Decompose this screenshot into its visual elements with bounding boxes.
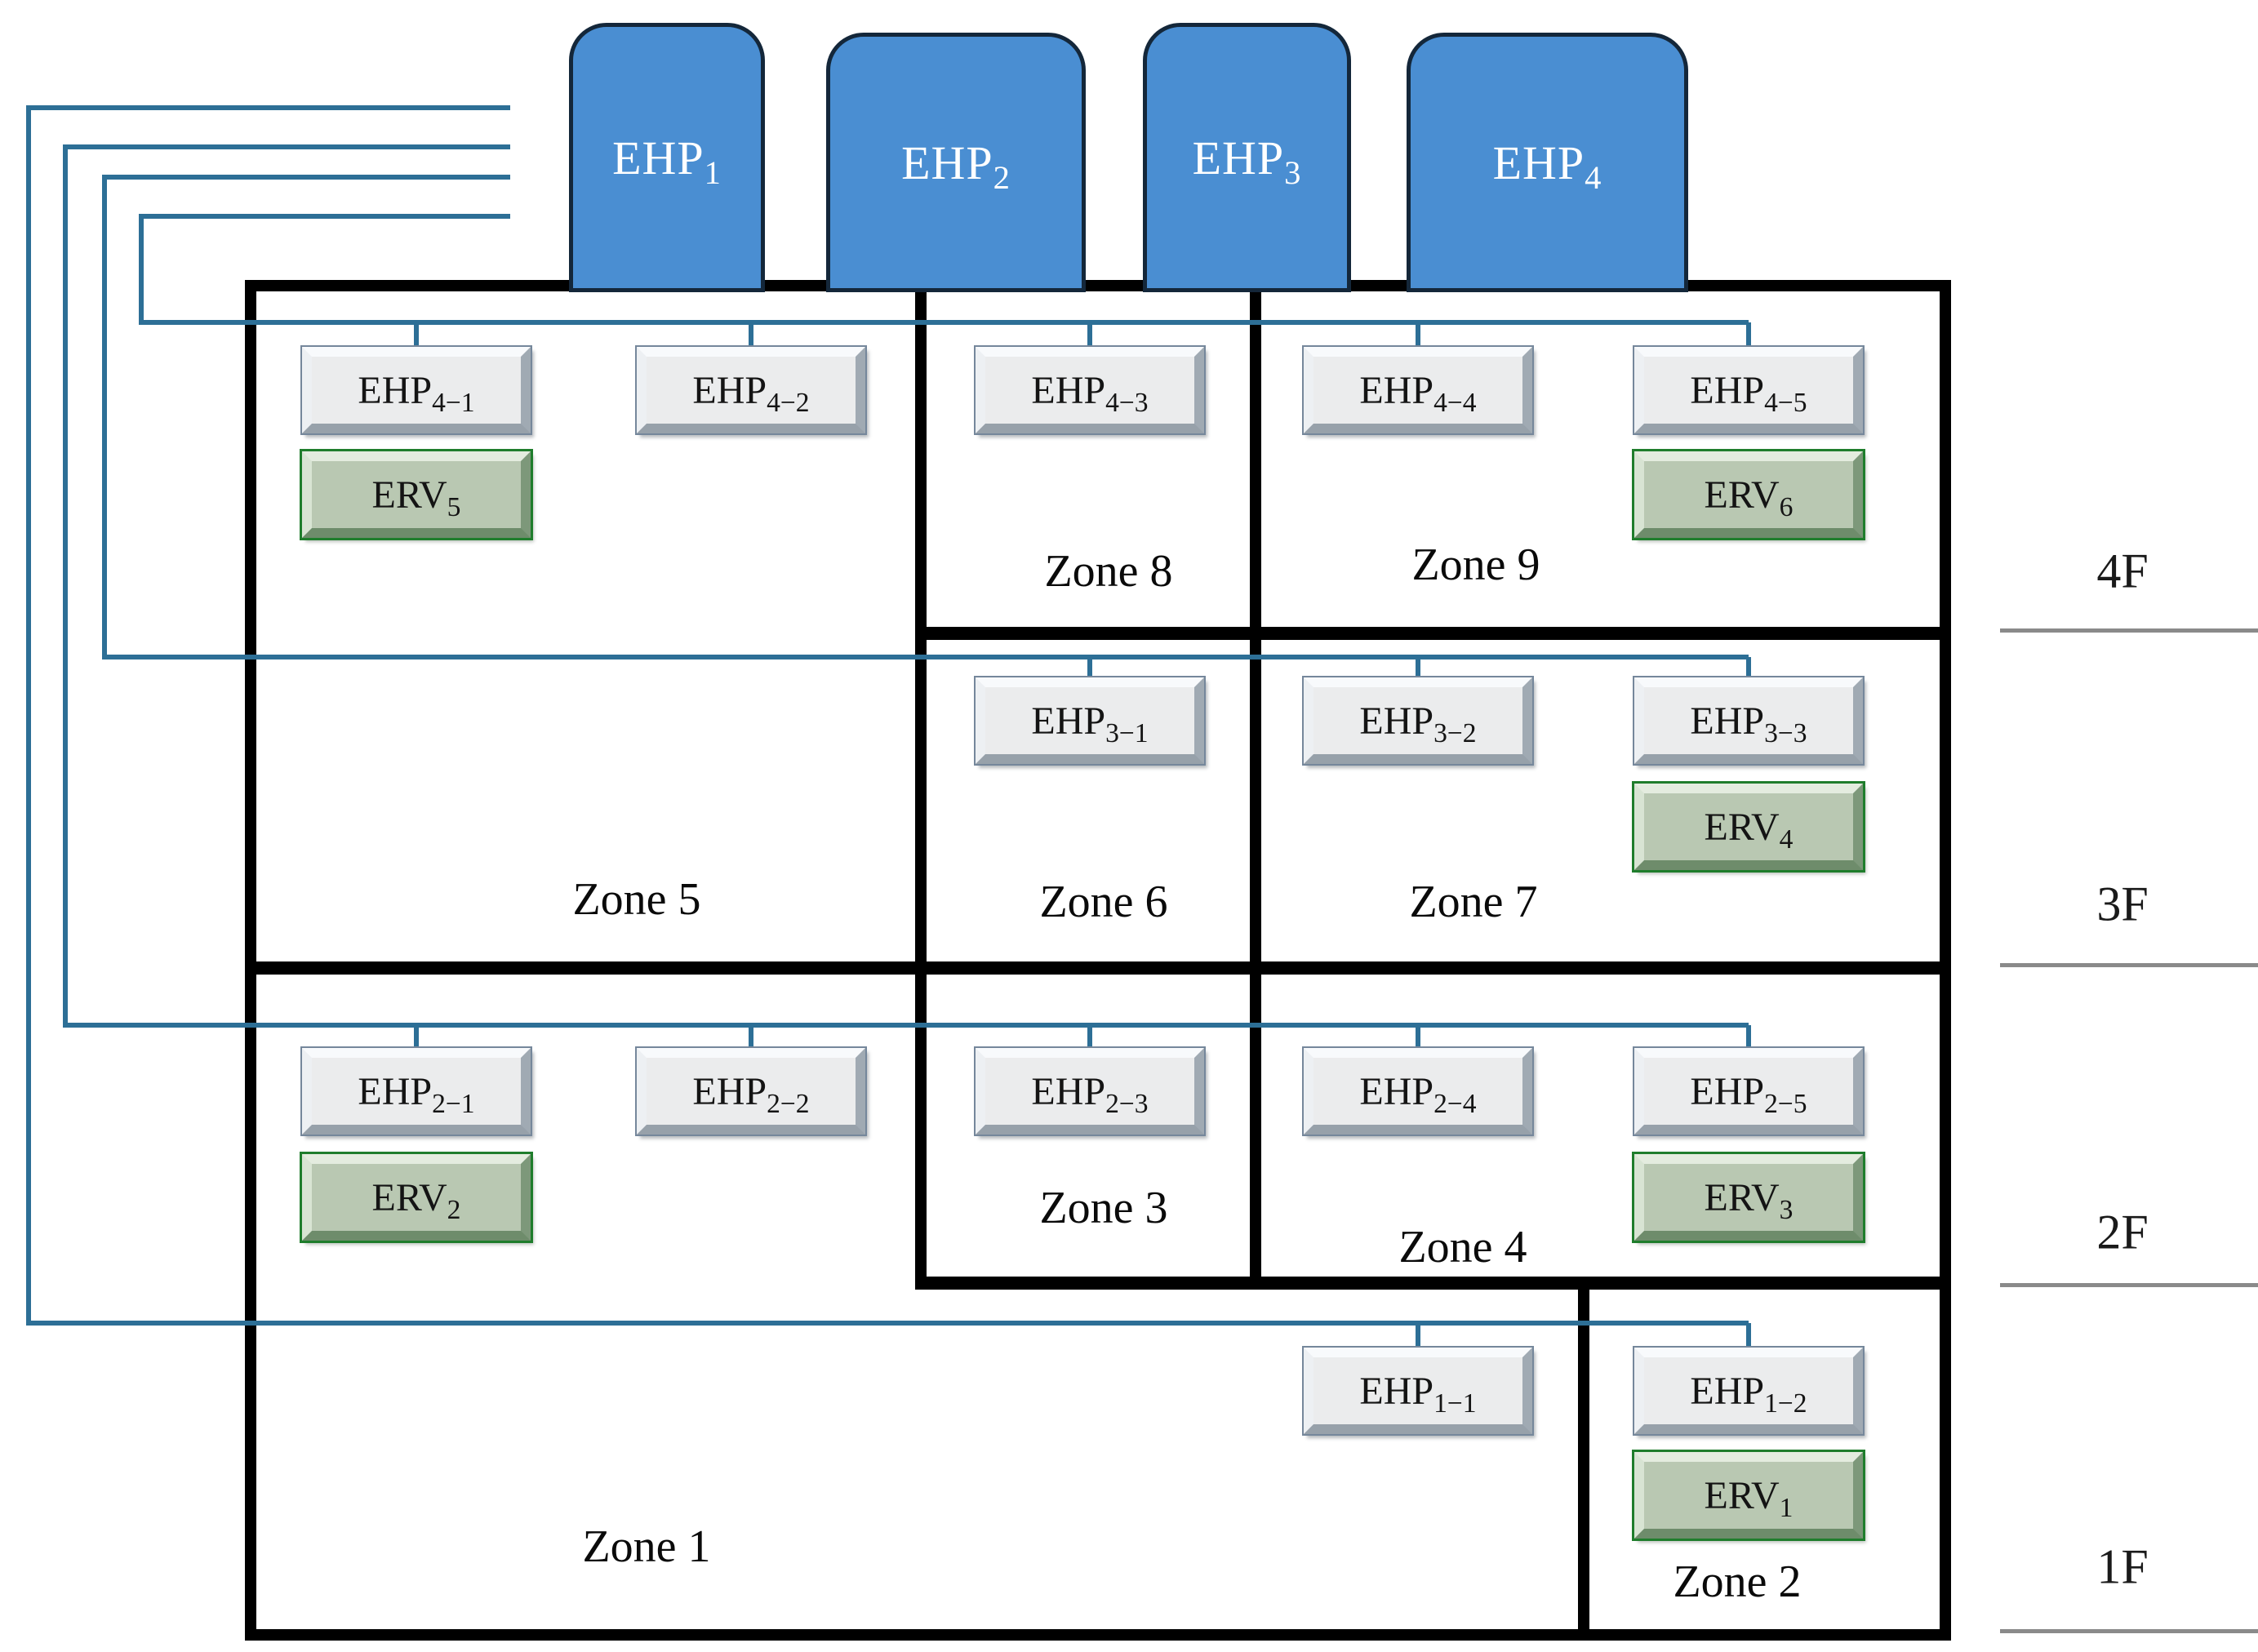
indoor-unit-label: EHP4−5 [1690,368,1807,418]
floor-label-1f: 1F [2096,1539,2149,1594]
indoor-unit-label: EHP3−1 [1031,699,1149,748]
indoor-unit-label: EHP2−5 [1690,1069,1807,1119]
indoor-unit-ehp1-1: EHP1−1 [1302,1346,1534,1436]
erv-unit-label: ERV6 [1704,473,1794,522]
indoor-unit-ehp3-1: EHP3−1 [974,676,1206,766]
erv-unit-erv3: ERV3 [1632,1152,1865,1243]
indoor-unit-ehp2-5: EHP2−5 [1633,1046,1865,1136]
erv-unit-erv4: ERV4 [1632,781,1865,873]
pipe-ehp4-to-4f [139,214,1749,325]
erv-unit-erv5: ERV5 [300,449,533,540]
zone-label-zone8: Zone 8 [1044,546,1173,597]
zone-label-zone9: Zone 9 [1411,540,1540,590]
indoor-unit-label: EHP4−3 [1031,368,1149,418]
indoor-unit-label: EHP2−1 [358,1069,475,1119]
outdoor-unit-ehp2: EHP2 [826,33,1086,292]
zone-label-zone1: Zone 1 [582,1521,711,1572]
floor-slab-2f-1f [915,1277,1951,1290]
pipe-drops-2f [414,1025,1751,1051]
zone-label-zone3: Zone 3 [1039,1183,1168,1233]
pipe-drops-1f [1416,1323,1751,1349]
floor-divider-3f [2000,963,2258,967]
zone-label-zone5: Zone 5 [572,874,701,925]
erv-unit-label: ERV5 [371,473,461,522]
outdoor-unit-ehp4: EHP4 [1407,33,1688,292]
outdoor-unit-ehp1: EHP1 [569,23,765,292]
indoor-unit-label: EHP2−4 [1359,1069,1477,1119]
indoor-unit-label: EHP2−2 [692,1069,810,1119]
indoor-unit-ehp4-4: EHP4−4 [1302,345,1534,435]
pipe-ehp1-to-1f [26,105,1749,1326]
outdoor-unit-ehp2-label: EHP2 [901,135,1011,196]
pipe-ehp2-to-2f [63,144,1749,1028]
zone-label-zone2: Zone 2 [1673,1557,1802,1607]
zone-label-zone6: Zone 6 [1039,877,1168,927]
erv-unit-erv2: ERV2 [300,1152,533,1243]
indoor-unit-ehp4-5: EHP4−5 [1633,345,1865,435]
pipe-ehp3-to-3f [102,175,1749,659]
indoor-unit-ehp3-2: EHP3−2 [1302,676,1534,766]
erv-unit-label: ERV3 [1704,1175,1794,1225]
zone-label-zone4: Zone 4 [1398,1222,1527,1272]
floor-label-4f: 4F [2096,544,2149,598]
indoor-unit-ehp2-1: EHP2−1 [300,1046,532,1136]
erv-unit-erv1: ERV1 [1632,1450,1865,1541]
interior-wall-b [1250,280,1261,1290]
indoor-unit-label: EHP4−4 [1359,368,1477,418]
indoor-unit-label: EHP1−2 [1690,1369,1807,1419]
floor-divider-1f [2000,1629,2258,1633]
indoor-unit-ehp1-2: EHP1−2 [1633,1346,1865,1436]
indoor-unit-label: EHP4−1 [358,368,475,418]
floor-divider-2f [2000,1283,2258,1287]
indoor-unit-ehp3-3: EHP3−3 [1633,676,1865,766]
erv-unit-label: ERV2 [371,1175,461,1225]
indoor-unit-ehp4-1: EHP4−1 [300,345,532,435]
outdoor-unit-ehp3: EHP3 [1143,23,1351,292]
indoor-unit-label: EHP3−3 [1690,699,1807,748]
outdoor-unit-ehp1-label: EHP1 [612,131,722,191]
indoor-unit-ehp2-3: EHP2−3 [974,1046,1206,1136]
indoor-unit-ehp2-4: EHP2−4 [1302,1046,1534,1136]
floor-label-2f: 2F [2096,1205,2149,1259]
zone-label-zone7: Zone 7 [1409,877,1538,927]
interior-wall-zone2 [1578,1278,1589,1641]
erv-unit-erv6: ERV6 [1632,449,1865,540]
indoor-unit-label: EHP1−1 [1359,1369,1477,1419]
indoor-unit-label: EHP3−2 [1359,699,1477,748]
indoor-unit-ehp4-2: EHP4−2 [635,345,867,435]
floor-slab-4f-3f [915,627,1951,640]
indoor-unit-ehp2-2: EHP2−2 [635,1046,867,1136]
outdoor-unit-ehp4-label: EHP4 [1492,135,1602,196]
floor-label-3f: 3F [2096,877,2149,931]
indoor-unit-ehp4-3: EHP4−3 [974,345,1206,435]
indoor-unit-label: EHP4−2 [692,368,810,418]
erv-unit-label: ERV4 [1704,805,1794,855]
interior-wall-a [915,280,927,1290]
indoor-unit-label: EHP2−3 [1031,1069,1149,1119]
outdoor-unit-ehp3-label: EHP3 [1192,131,1302,191]
pipe-drops-4f [414,322,1751,349]
erv-unit-label: ERV1 [1704,1473,1794,1523]
floor-slab-3f-2f [245,961,1951,975]
floor-divider-4f [2000,628,2258,633]
